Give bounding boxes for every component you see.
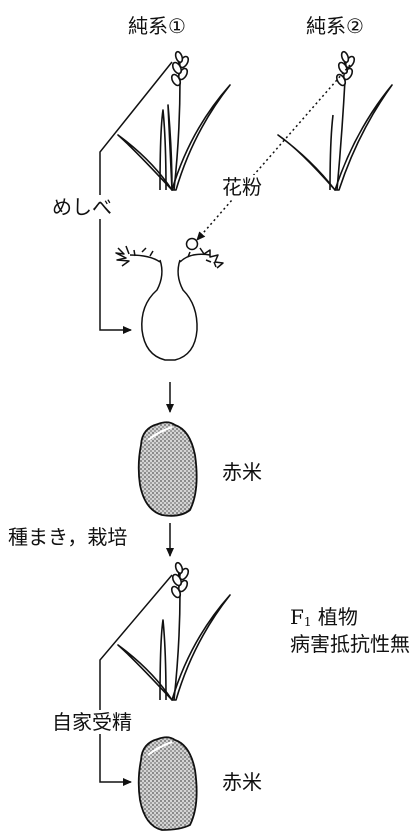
pistil-illustration <box>116 239 223 361</box>
f1-letter: F <box>290 605 304 629</box>
rice-plant-f1 <box>118 562 230 700</box>
red-rice-grain-2 <box>139 737 197 830</box>
label-red-rice-2: 赤米 <box>222 770 262 794</box>
label-self-fertilization: 自家受精 <box>52 710 132 734</box>
label-pollen: 花粉 <box>222 175 262 199</box>
label-pure-line-2: 純系② <box>306 14 364 38</box>
label-sowing-cultivation: 種まき，栽培 <box>8 525 127 549</box>
f1-plant-suffix: 植物 <box>312 605 358 629</box>
f1-subscript: 1 <box>304 615 312 629</box>
rice-plant-pure-line-1 <box>118 51 230 190</box>
label-f1-plant: F1 植物 <box>290 605 358 634</box>
pollen-transfer-arrow <box>197 65 350 240</box>
label-pure-line-1: 純系① <box>128 14 186 38</box>
label-red-rice-1: 赤米 <box>222 460 262 484</box>
red-rice-grain-1 <box>139 422 197 516</box>
rice-plant-pure-line-2 <box>278 51 392 190</box>
label-no-disease-resistance: 病害抵抗性無し <box>290 632 410 656</box>
pollen-grain-icon <box>187 239 198 250</box>
label-pistil: めしべ <box>52 195 112 219</box>
